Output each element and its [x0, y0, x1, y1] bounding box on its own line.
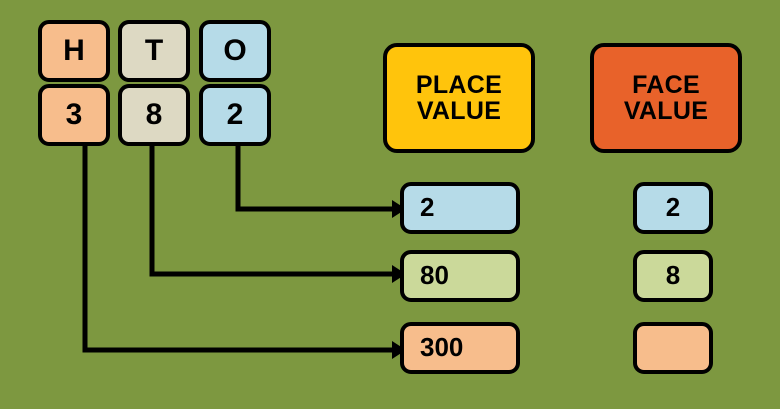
face-value-tens-label: 8 — [665, 260, 681, 291]
place-value-header: PLACE VALUE — [383, 43, 535, 153]
arrow-path-hundreds — [82, 146, 392, 353]
digit-box-ones: 2 — [199, 84, 271, 146]
place-value-box-ones: 2 — [400, 182, 520, 234]
place-value-box-tens: 80 — [400, 250, 520, 302]
column-header-ones: O — [199, 20, 271, 82]
column-header-ones-label: O — [223, 34, 247, 68]
digit-box-tens: 8 — [118, 84, 190, 146]
face-value-header: FACE VALUE — [590, 43, 742, 153]
digit-box-hundreds: 3 — [38, 84, 110, 146]
digit-tens-label: 8 — [145, 98, 163, 132]
column-header-hundreds: H — [38, 20, 110, 82]
place-value-tens-label: 80 — [420, 260, 449, 291]
face-value-header-line1: FACE — [632, 70, 700, 99]
face-value-box-tens: 8 — [633, 250, 713, 302]
place-value-hundreds-label: 300 — [420, 332, 464, 363]
arrow-path-ones — [235, 146, 392, 212]
column-header-tens: T — [118, 20, 190, 82]
place-value-ones-label: 2 — [420, 192, 435, 223]
face-value-ones-label: 2 — [665, 192, 681, 223]
face-value-box-hundreds — [633, 322, 713, 374]
arrow-path-tens — [149, 146, 392, 277]
face-value-header-line2: VALUE — [623, 97, 709, 125]
place-value-header-line1: PLACE — [415, 70, 503, 99]
column-header-hundreds-label: H — [63, 34, 85, 68]
place-value-header-line2: VALUE — [416, 97, 502, 125]
digit-hundreds-label: 3 — [65, 98, 83, 132]
face-value-box-ones: 2 — [633, 182, 713, 234]
column-header-tens-label: T — [144, 34, 164, 68]
place-value-box-hundreds: 300 — [400, 322, 520, 374]
digit-ones-label: 2 — [226, 98, 244, 132]
